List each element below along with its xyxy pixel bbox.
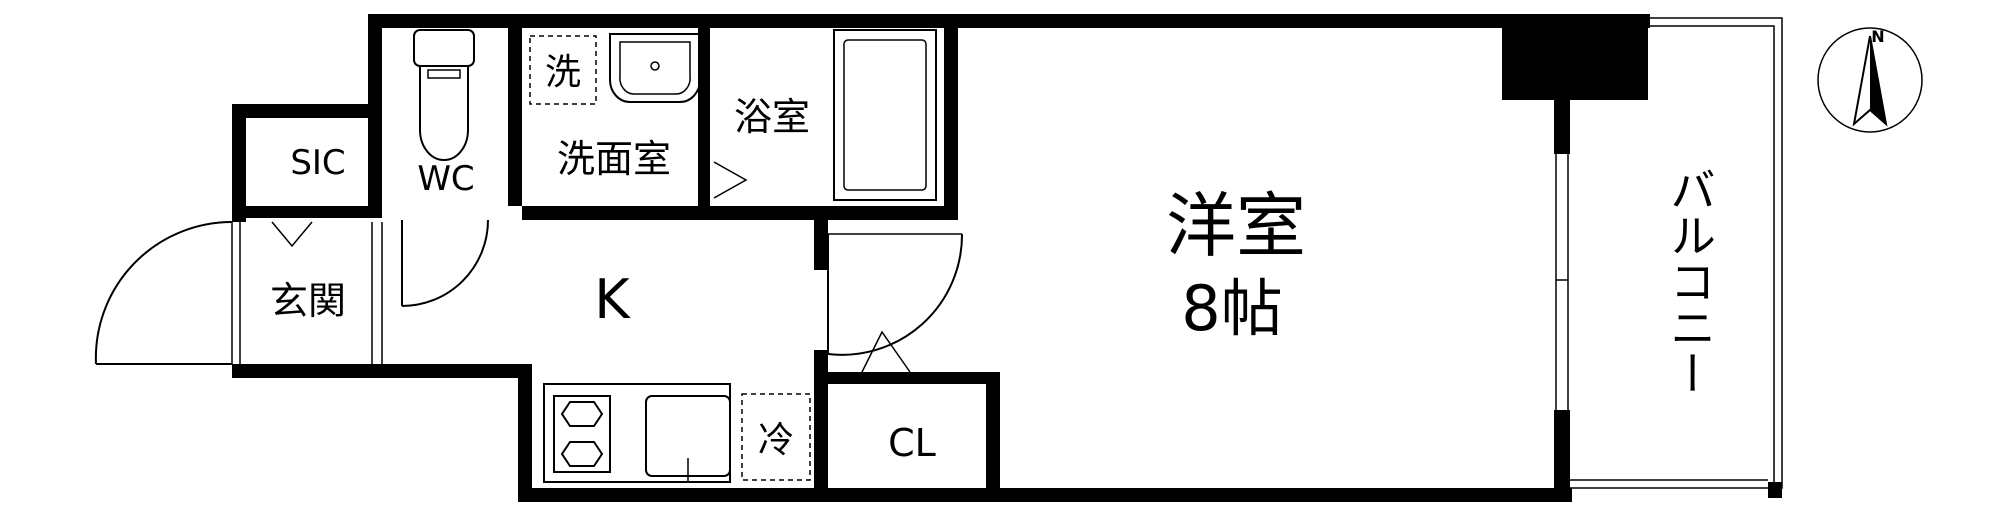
balcony-label: バルコニー <box>1663 166 1717 396</box>
sic-label: SIC <box>290 143 345 183</box>
washer-label: 洗 <box>545 52 581 93</box>
kitchen-counter <box>543 383 731 483</box>
toilet-fixture <box>413 29 475 161</box>
balcony-area <box>1566 17 1783 498</box>
fridge-label: 冷 <box>758 420 794 461</box>
compass-north-label: N <box>1871 27 1884 46</box>
washroom-sliding-door <box>564 209 812 217</box>
balcony-post <box>1768 482 1782 498</box>
western-room-door <box>827 233 964 356</box>
kitchen-label: K <box>594 268 631 331</box>
wash-basin <box>609 33 701 103</box>
wc-label: WC <box>417 159 474 199</box>
washroom-label: 洗面室 <box>557 137 671 181</box>
compass: N <box>1817 27 1923 133</box>
walls <box>232 14 1650 502</box>
western-room-label: 洋室 <box>1166 185 1306 267</box>
entrance-door <box>94 220 241 365</box>
bathroom-label: 浴室 <box>734 95 810 139</box>
fridge-space <box>741 393 811 481</box>
closet-door-indicator <box>861 330 911 373</box>
entrance-label: 玄関 <box>270 279 346 323</box>
stove-burners <box>553 395 611 473</box>
washer-space <box>529 35 597 105</box>
bath-door-indicator <box>713 161 748 199</box>
western-room-size: 8帖 <box>1181 272 1282 345</box>
kitchen-sink <box>645 395 731 482</box>
wc-door <box>401 219 489 307</box>
bathtub <box>833 29 937 201</box>
window-right <box>1555 154 1569 410</box>
closet-label: CL <box>888 421 936 465</box>
sic-door-indicator <box>271 221 313 248</box>
